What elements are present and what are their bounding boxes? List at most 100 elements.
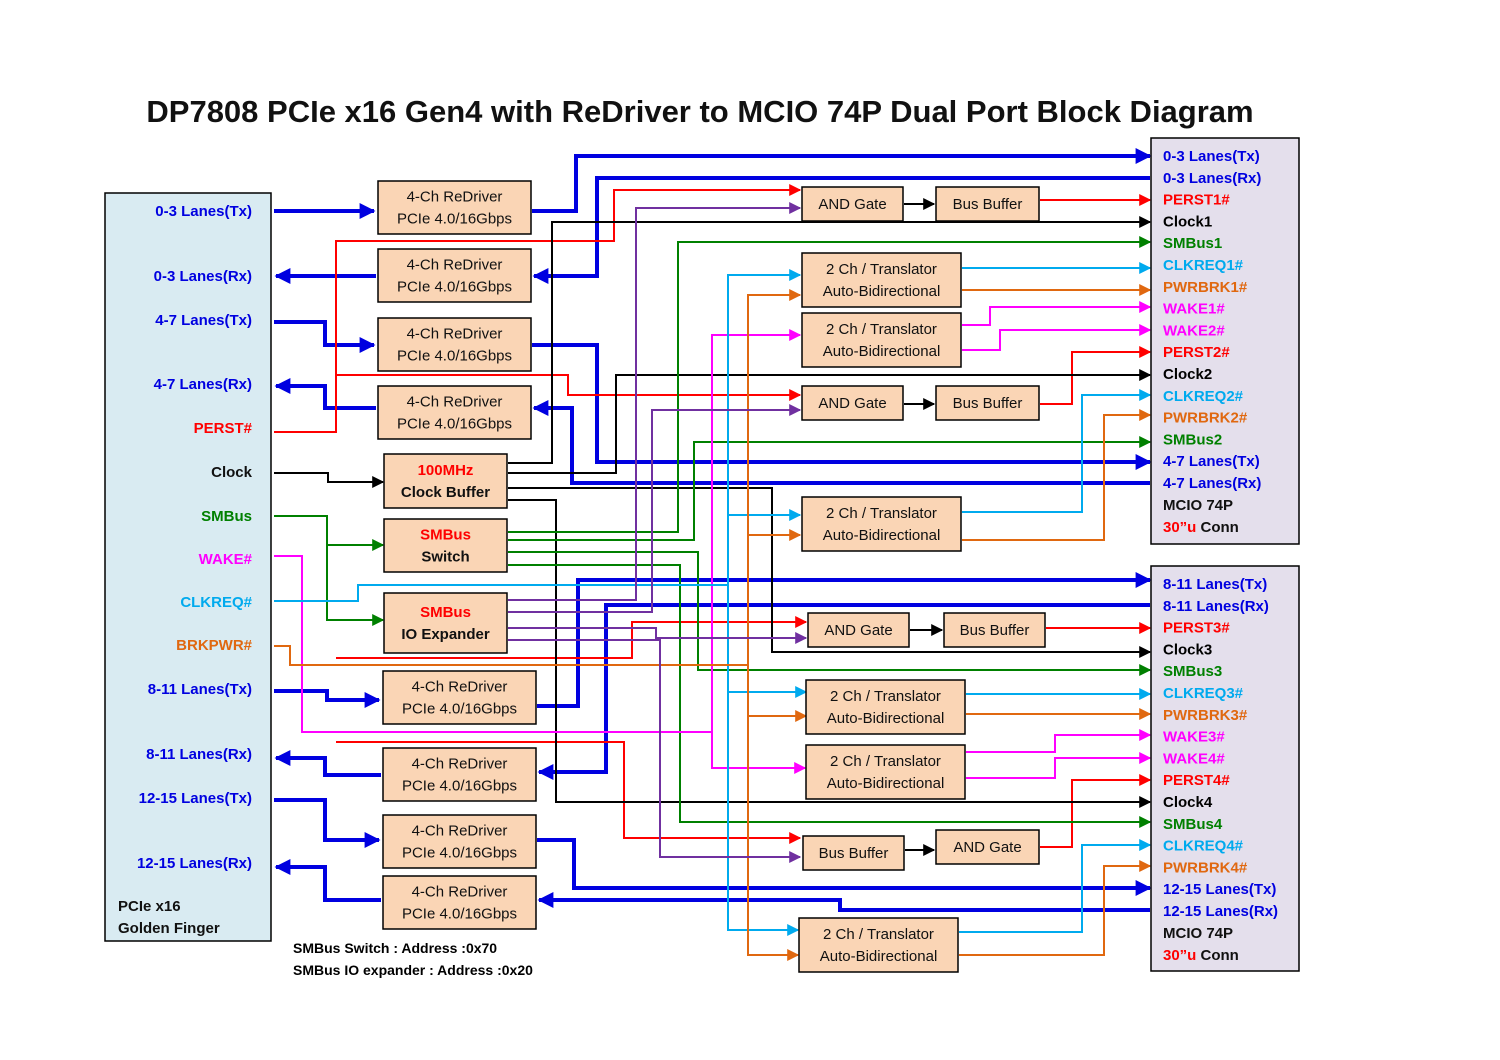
wire-io-and3	[508, 627, 808, 644]
wire-io-and2	[508, 404, 802, 613]
mcio-1-pin-label: Clock2	[1163, 366, 1212, 383]
mcio-2-pin-label: 12-15 Lanes(Tx)	[1163, 881, 1276, 898]
redriver-2-rect	[377, 248, 532, 303]
pcie-signal-label: 8-11 Lanes(Rx)	[146, 746, 252, 763]
wire-smbus1	[508, 236, 1152, 533]
mcio-2-pin-label: SMBus3	[1163, 663, 1222, 680]
mcio-1-pin-label: WAKE1#	[1163, 301, 1225, 318]
mcio-connector-1-panel	[1150, 137, 1300, 545]
mcio-connector-2-panel	[1150, 565, 1300, 972]
translator-3-label-1: 2 Ch / Translator	[826, 505, 937, 522]
bus-buffer-1-rect	[935, 186, 1040, 222]
wire-perst-and2	[336, 374, 802, 401]
bus-buffer-2-rect	[935, 385, 1040, 421]
pcie-panel-footer-2: Golden Finger	[118, 920, 220, 937]
mcio-1-gold-thickness: 30”u	[1163, 519, 1196, 536]
mcio-2-gold-thickness: 30”u	[1163, 947, 1196, 964]
mcio-2-pin-label: 12-15 Lanes(Rx)	[1163, 903, 1278, 920]
bus-buffer-1: Bus Buffer	[935, 186, 1040, 222]
io-expander-address-note: SMBus IO expander : Address :0x20	[293, 962, 533, 978]
pcie-golden-finger-panel	[104, 192, 272, 942]
smbus-io-expander-rect	[383, 592, 508, 654]
wire-wake-trans2	[274, 329, 802, 733]
redriver-3-label-2: PCIe 4.0/16Gbps	[397, 348, 512, 365]
wire-clkreq2-out	[962, 389, 1152, 513]
mcio-1-pin-label: SMBus2	[1163, 431, 1222, 448]
translator-4-label-1: 2 Ch / Translator	[830, 688, 941, 705]
smbus-io-expander-label-1: SMBus	[420, 604, 471, 621]
and-gate-3-rect	[807, 612, 910, 648]
mcio-2-pin-label: PWRBRK4#	[1163, 859, 1248, 876]
and-gate-2: AND Gate	[801, 385, 904, 421]
wire-io-and1	[508, 202, 802, 601]
redriver-6-label-1: 4-Ch ReDriver	[412, 756, 508, 773]
mcio-1-conn-spec: 30”u Conn	[1163, 519, 1239, 536]
wire-clock3	[508, 487, 1152, 658]
pcie-panel-footer-1: PCIe x16	[118, 898, 181, 915]
wire-smbus-to-io	[326, 545, 385, 626]
wire-lanes-12-15-rx-out	[274, 859, 381, 902]
mcio-1-pin-label: Clock1	[1163, 213, 1212, 230]
wire-smbus4	[508, 564, 1152, 828]
mcio-1-name: MCIO 74P	[1163, 497, 1233, 514]
wire-clock1	[508, 216, 1152, 464]
clock-buffer-label-2: Clock Buffer	[401, 484, 490, 501]
mcio-1-pin-label: SMBus1	[1163, 235, 1222, 252]
mcio-1-pin-label: CLKREQ2#	[1163, 388, 1244, 405]
redriver-6-rect	[382, 747, 537, 802]
wire-lanes-0-3-tx-out	[532, 148, 1152, 213]
translator-5-label-2: Auto-Bidirectional	[827, 775, 945, 792]
wire-lanes-4-7-tx-out	[532, 343, 1152, 470]
pcie-signal-label: 12-15 Lanes(Rx)	[137, 855, 252, 872]
pcie-signal-label: WAKE#	[199, 551, 253, 568]
bus-buffer-4-label-1: Bus Buffer	[819, 845, 889, 862]
mcio-1-pin-label: 0-3 Lanes(Rx)	[1163, 170, 1261, 187]
redriver-2-label-1: 4-Ch ReDriver	[407, 257, 503, 274]
wire-lanes-12-15-rx-in	[537, 892, 1150, 912]
mcio-1-pin-label: 4-7 Lanes(Tx)	[1163, 453, 1260, 470]
redriver-6-label-2: PCIe 4.0/16Gbps	[402, 778, 517, 795]
mcio-2-pin-label: Clock3	[1163, 641, 1212, 658]
bus-buffer-2-label-1: Bus Buffer	[953, 395, 1023, 412]
redriver-5-label-2: PCIe 4.0/16Gbps	[402, 701, 517, 718]
bus-buffer-4: Bus Buffer	[802, 835, 905, 871]
mcio-2-name: MCIO 74P	[1163, 925, 1233, 942]
pcie-signal-label: 4-7 Lanes(Tx)	[155, 312, 252, 329]
wire-lanes-4-7-rx-out	[274, 378, 376, 410]
translator-6-label-1: 2 Ch / Translator	[823, 926, 934, 943]
mcio-2-pin-label: WAKE3#	[1163, 729, 1225, 746]
pcie-signal-label: 12-15 Lanes(Tx)	[139, 790, 252, 807]
wire-lanes-0-3-rx-in	[532, 176, 1150, 284]
labels-layer: 0-3 Lanes(Tx)0-3 Lanes(Rx)4-7 Lanes(Tx)4…	[118, 148, 1278, 964]
bus-buffer-1-label-1: Bus Buffer	[953, 196, 1023, 213]
clock-buffer-label-1: 100MHz	[418, 462, 474, 479]
and-gate-4: AND Gate	[935, 829, 1040, 865]
pcie-signal-label: PERST#	[194, 420, 253, 437]
translator-4-rect	[805, 679, 966, 735]
translator-2-rect	[801, 312, 962, 368]
and-gate-2-rect	[801, 385, 904, 421]
redriver-8-label-2: PCIe 4.0/16Gbps	[402, 906, 517, 923]
wire-lanes-8-11-rx-in	[537, 603, 1150, 780]
bus-buffer-4-rect	[802, 835, 905, 871]
wire-lanes-12-15-tx-in	[274, 798, 381, 848]
wire-lanes-8-11-tx-out	[537, 572, 1152, 708]
mcio-2-pin-label: 8-11 Lanes(Rx)	[1163, 598, 1269, 615]
translator-5-rect	[805, 744, 966, 800]
wire-smbus3	[508, 551, 1152, 676]
redriver-7-label-1: 4-Ch ReDriver	[412, 823, 508, 840]
redriver-7-rect	[382, 814, 537, 869]
translator-2-label-1: 2 Ch / Translator	[826, 321, 937, 338]
translator-6-rect	[798, 917, 959, 973]
mcio-1-pin-label: PERST2#	[1163, 344, 1230, 361]
wire-lanes-8-11-tx-in	[274, 689, 381, 708]
pcie-signal-label: BRKPWR#	[176, 637, 252, 654]
